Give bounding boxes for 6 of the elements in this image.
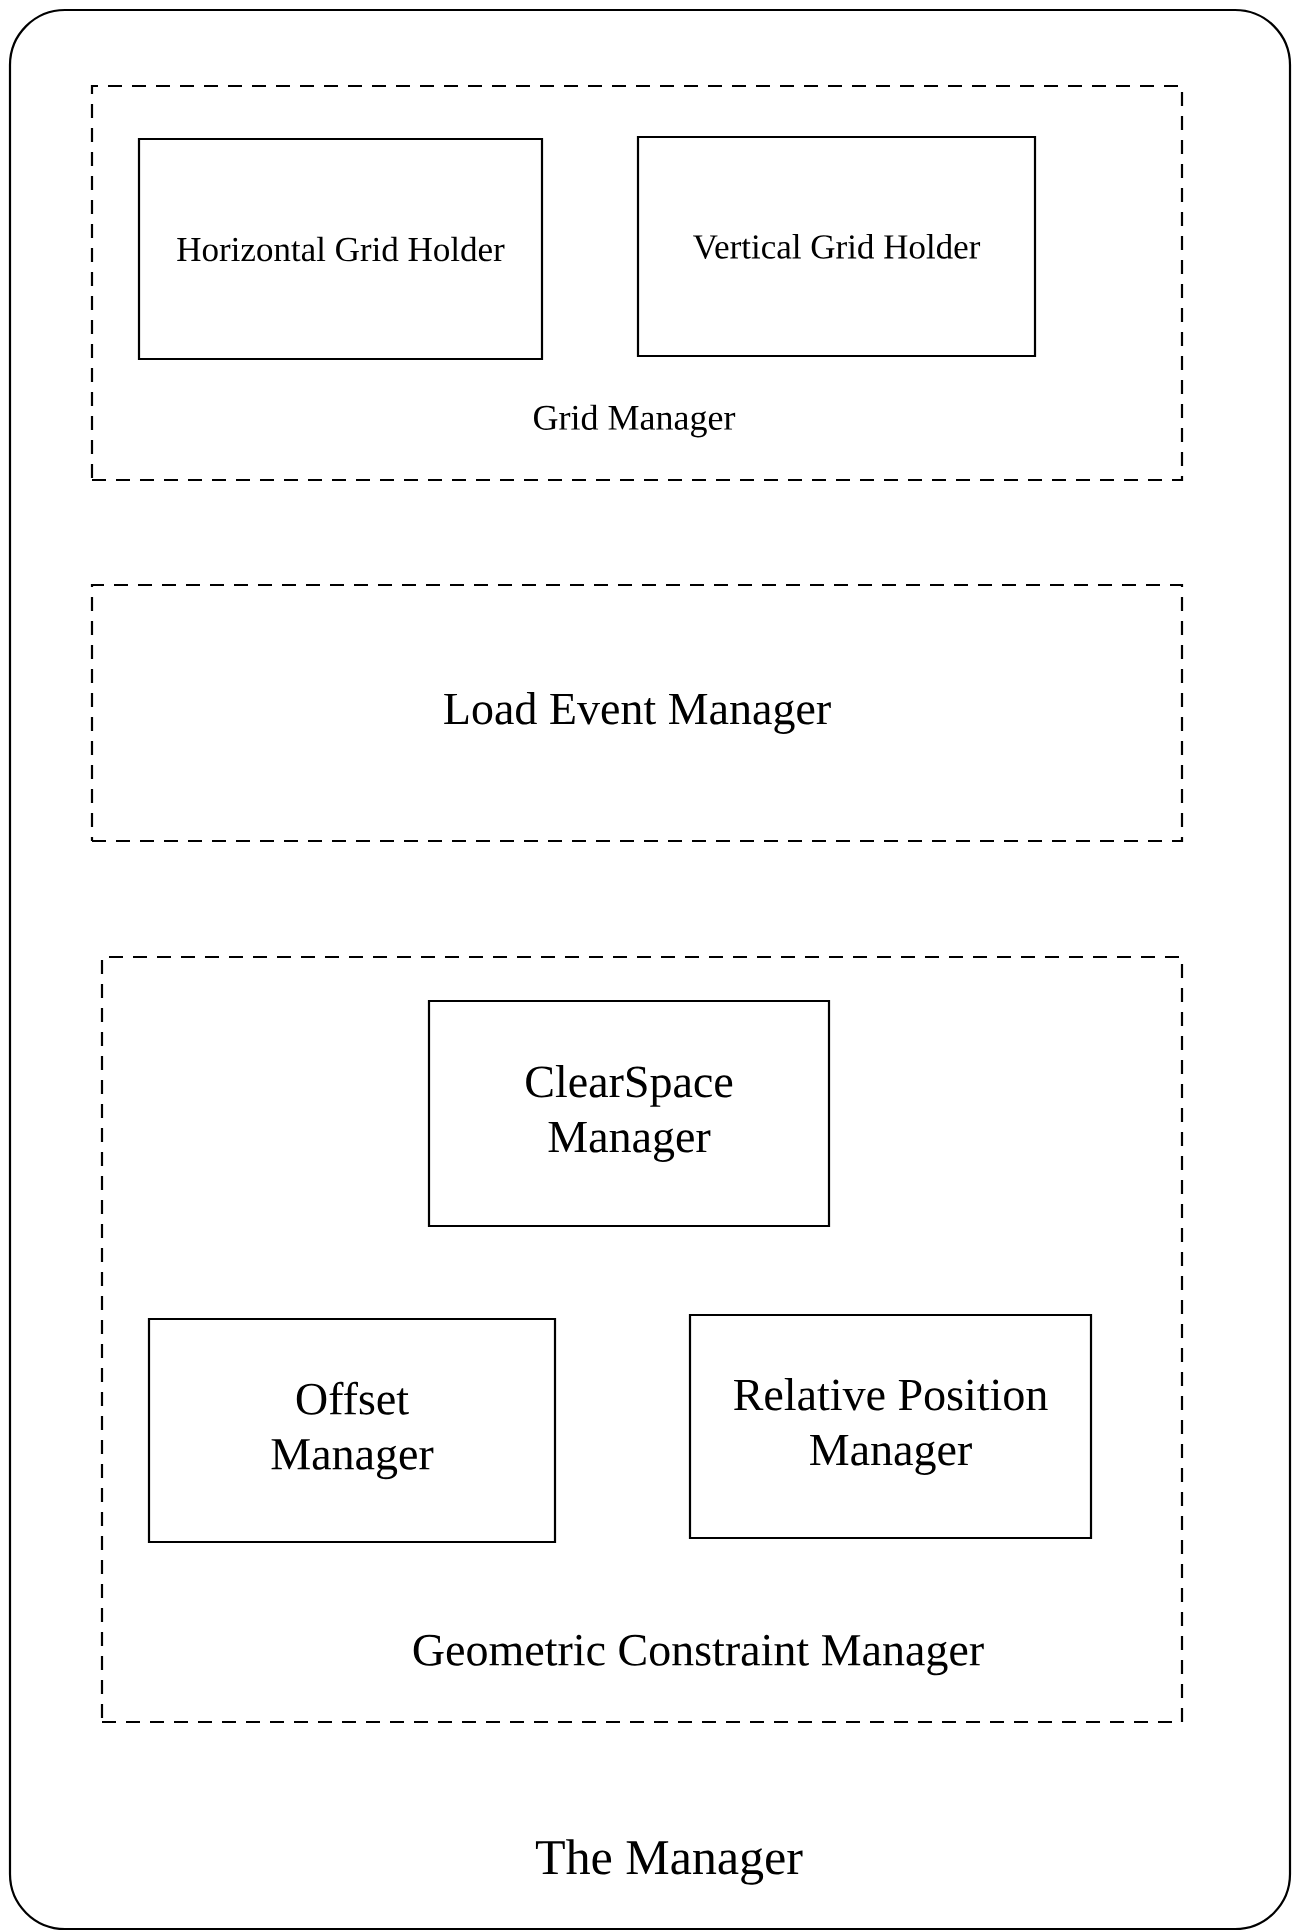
dashed-box: Load Event Manager: [90, 583, 1184, 843]
component-box: Vertical Grid Holder: [636, 135, 1037, 358]
component-box: ClearSpace Manager: [427, 999, 831, 1228]
component-box: Offset Manager: [147, 1317, 557, 1544]
component-box: Horizontal Grid Holder: [137, 137, 544, 361]
component-box: Relative Position Manager: [688, 1313, 1093, 1540]
